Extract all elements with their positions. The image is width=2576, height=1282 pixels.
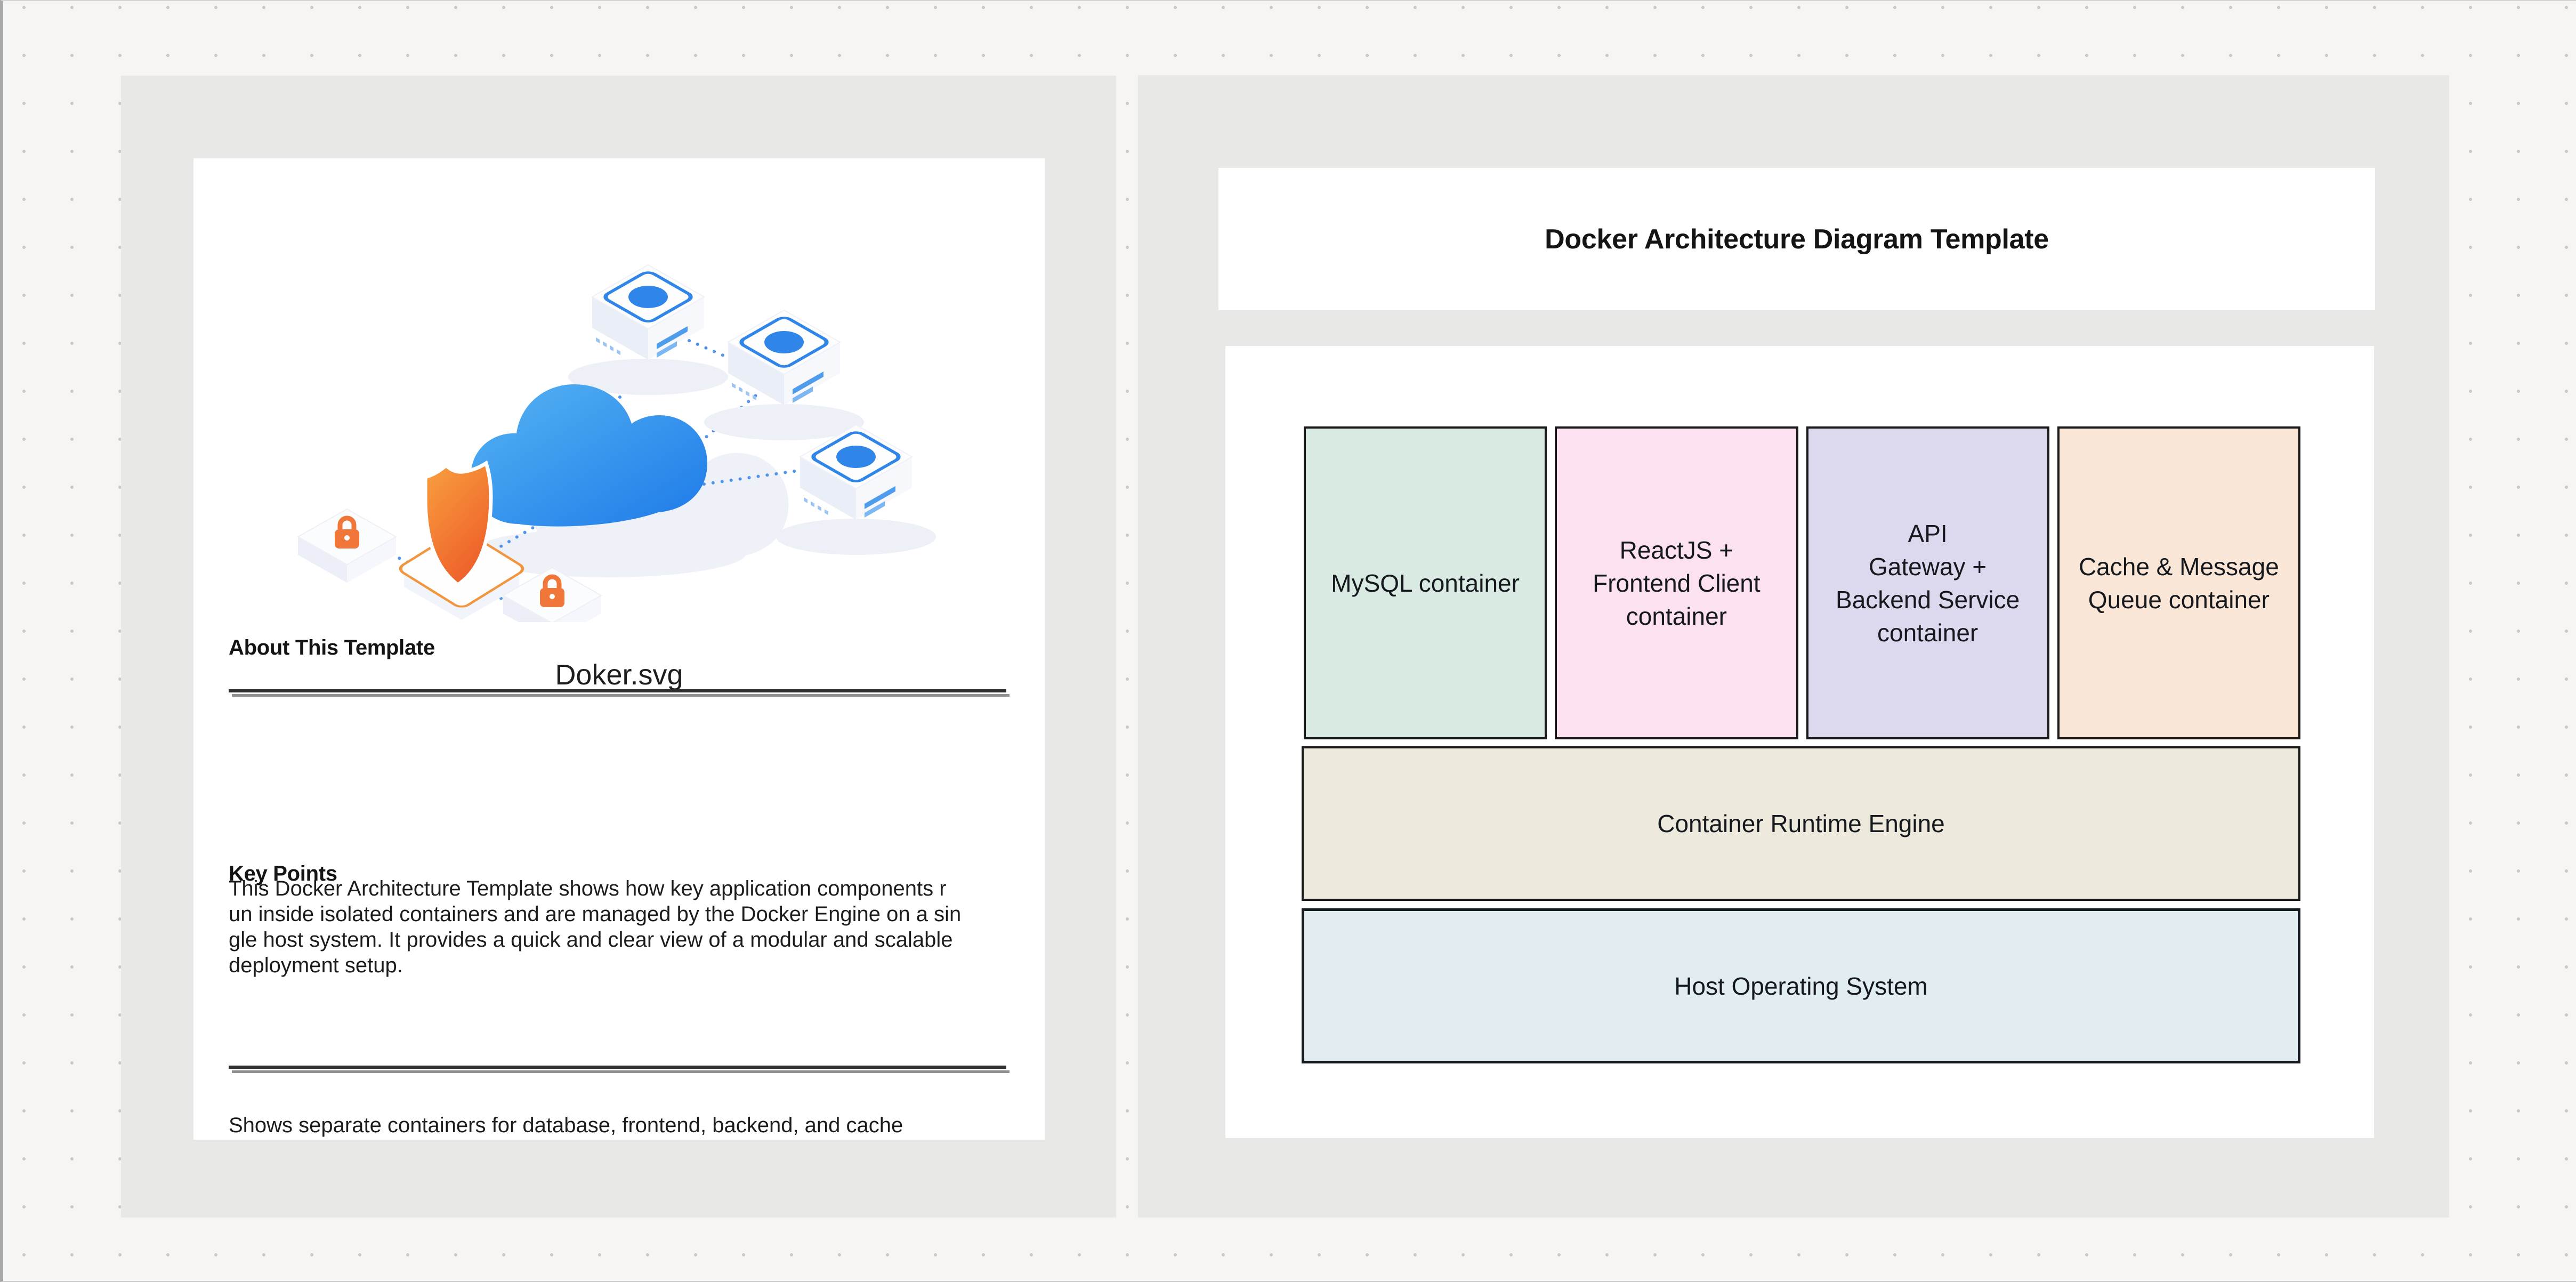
container-runtime-engine-box[interactable]: Container Runtime Engine — [1302, 746, 2300, 901]
shield-icon — [423, 460, 493, 587]
server-cube-icon — [568, 265, 728, 395]
right-frame[interactable]: Docker Architecture Diagram Template MyS… — [1138, 75, 2449, 1218]
box-label: ReactJS + Frontend Client container — [1593, 536, 1761, 630]
divider — [229, 689, 1010, 698]
box-label: Host Operating System — [1674, 972, 1928, 1000]
about-description: This Docker Architecture Template shows … — [229, 877, 962, 977]
box-label: API Gateway + Backend Service container — [1836, 519, 2020, 647]
key-point-item: Shows separate containers for database, … — [229, 1114, 903, 1137]
diagram-title: Docker Architecture Diagram Template — [1545, 223, 2049, 255]
reactjs-frontend-container-box[interactable]: ReactJS + Frontend Client container — [1555, 426, 1798, 739]
server-cube-icon — [776, 425, 936, 555]
file-name-label: Doker.svg — [555, 659, 683, 691]
cloud-icon — [471, 384, 707, 527]
template-info-card[interactable]: About This Template Doker.svg This Docke… — [193, 158, 1045, 1140]
diagram-title-card[interactable]: Docker Architecture Diagram Template — [1218, 168, 2375, 310]
container-boxes-row: MySQL container ReactJS + Frontend Clien… — [1304, 426, 2300, 739]
api-gateway-backend-container-box[interactable]: API Gateway + Backend Service container — [1806, 426, 2049, 739]
box-label: Cache & Message Queue container — [2078, 552, 2279, 614]
cloud-servers-illustration — [278, 228, 960, 622]
key-points-list: Shows separate containers for database, … — [229, 1112, 1029, 1140]
server-cube-icon — [704, 310, 864, 440]
key-points-heading: Key Points — [229, 862, 337, 885]
box-label: Container Runtime Engine — [1657, 810, 1945, 837]
about-heading: About This Template — [229, 636, 435, 659]
left-frame[interactable]: About This Template Doker.svg This Docke… — [121, 76, 1116, 1218]
host-operating-system-box[interactable]: Host Operating System — [1302, 908, 2300, 1063]
box-label: MySQL container — [1331, 569, 1520, 597]
padlock-cube-icon — [298, 509, 396, 583]
mysql-container-box[interactable]: MySQL container — [1304, 426, 1547, 739]
cache-message-queue-container-box[interactable]: Cache & Message Queue container — [2057, 426, 2300, 739]
architecture-diagram-card[interactable]: MySQL container ReactJS + Frontend Clien… — [1225, 346, 2374, 1138]
divider — [229, 1066, 1010, 1074]
